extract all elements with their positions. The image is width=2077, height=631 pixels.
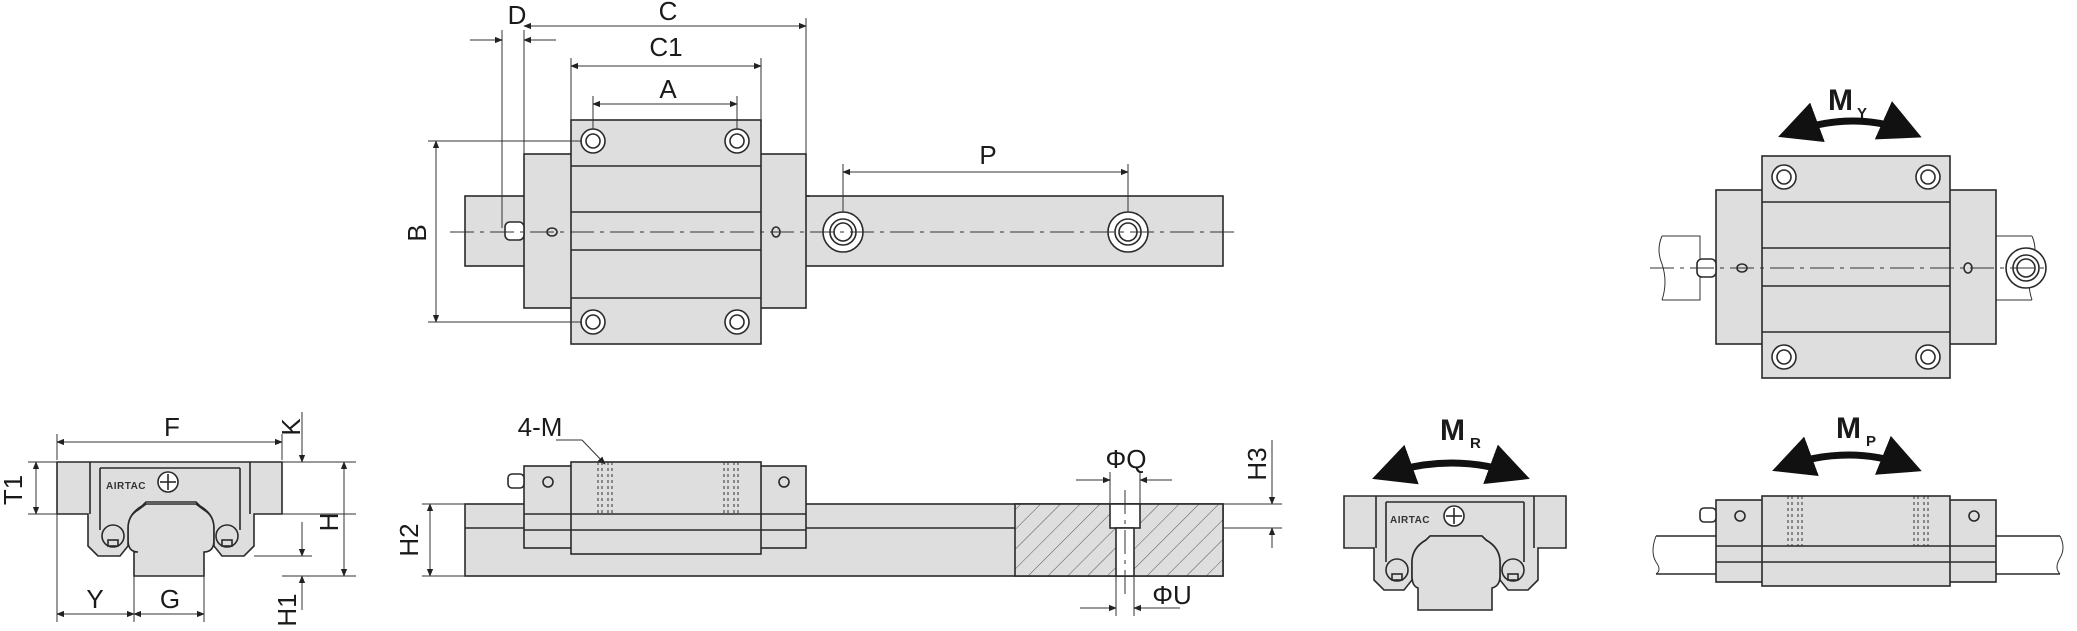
grease-nipple-icon [504, 221, 525, 241]
label-p: P [979, 140, 996, 170]
label-my: M [1828, 84, 1853, 117]
airtac-logo-mr: AIRTAC [1390, 515, 1430, 526]
label-mp-sub: P [1866, 433, 1876, 450]
block-profile [56, 461, 283, 557]
rail-profile [127, 503, 215, 577]
label-y: Y [86, 584, 103, 614]
label-mp: M [1836, 412, 1861, 445]
end-view: AIRTAC F K T1 H H1 Y G [0, 412, 356, 627]
moment-arrow-icon [1772, 435, 1922, 476]
label-c: C [659, 0, 678, 26]
moment-my-view: M Y [1650, 84, 2050, 379]
label-b: B [402, 224, 432, 241]
label-c1: C1 [649, 32, 682, 62]
label-h2: H2 [394, 523, 424, 556]
label-f: F [164, 412, 180, 442]
label-g: G [160, 584, 180, 614]
moment-arrow-icon [1778, 101, 1922, 142]
airtac-logo: AIRTAC [106, 481, 146, 492]
mounting-hole-icon [1771, 164, 1941, 370]
label-h1: H1 [272, 593, 302, 626]
label-phi-u: ΦU [1152, 580, 1192, 610]
label-4m: 4-M [518, 412, 563, 442]
mounting-hole-icon [580, 128, 750, 335]
label-k: K [276, 418, 306, 436]
moment-mp-view: M P [1652, 412, 2064, 587]
label-my-sub: Y [1857, 105, 1867, 122]
label-mr: M [1440, 414, 1465, 447]
label-t1: T1 [0, 475, 28, 505]
top-view: D C C1 A P B [402, 0, 1235, 345]
grease-nipple-icon [507, 473, 525, 489]
label-mr-sub: R [1470, 435, 1481, 452]
moment-arrow-icon [1372, 444, 1530, 485]
label-h3: H3 [1242, 447, 1272, 480]
moment-mr-view: AIRTAC M R [1343, 414, 1567, 611]
label-phi-q: ΦQ [1106, 444, 1147, 474]
label-h: H [314, 513, 344, 532]
label-d: D [508, 0, 527, 30]
side-view: 4-M H2 H3 ΦQ ΦU [394, 412, 1282, 616]
label-a: A [659, 74, 677, 104]
